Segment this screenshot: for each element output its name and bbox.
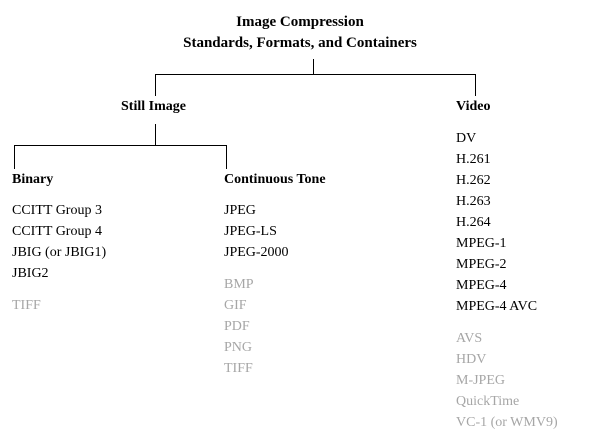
connector-still-image-stem [155, 124, 156, 145]
list-item: H.263 [456, 194, 491, 209]
list-item: CCITT Group 4 [12, 224, 102, 239]
node-binary-heading: Binary [12, 172, 54, 187]
list-item: CCITT Group 3 [12, 203, 102, 218]
list-item: JPEG-LS [224, 224, 277, 239]
list-item: PDF [224, 319, 250, 334]
list-item: JBIG2 [12, 266, 49, 281]
list-item: MPEG-2 [456, 257, 507, 272]
list-binary: CCITT Group 3 CCITT Group 4 JBIG (or JBIG1… [12, 200, 106, 316]
list-item: TIFF [12, 298, 41, 313]
connector-continuous-tone-drop [226, 145, 227, 169]
list-item: M-JPEG [456, 373, 506, 388]
list-item: MPEG-4 [456, 278, 507, 293]
list-item: JBIG (or JBIG1) [12, 245, 107, 260]
list-item: PNG [224, 340, 253, 355]
connector-still-image-drop [155, 74, 156, 96]
list-item: GIF [224, 298, 247, 313]
list-spacer [456, 317, 558, 328]
list-item: VC-1 (or WMV9) [456, 415, 558, 430]
node-video-heading: Video [456, 99, 491, 114]
connector-still-image-horizontal [14, 145, 227, 146]
list-spacer [224, 263, 289, 274]
list-item: HDV [456, 352, 487, 367]
connector-binary-drop [14, 145, 15, 169]
list-item: QuickTime [456, 394, 520, 409]
list-spacer [12, 284, 106, 295]
list-item: BMP [224, 277, 254, 292]
list-item: MPEG-1 [456, 236, 507, 251]
node-continuous-tone-heading: Continuous Tone [224, 172, 326, 187]
list-item: JPEG-2000 [224, 245, 289, 260]
connector-root-horizontal [155, 74, 475, 75]
diagram-title: Image Compression Standards, Formats, an… [0, 12, 600, 54]
list-item: H.262 [456, 173, 491, 188]
list-item: JPEG [224, 203, 256, 218]
list-item: DV [456, 131, 477, 146]
title-line-1: Image Compression [236, 14, 364, 30]
node-still-image-heading: Still Image [121, 99, 186, 114]
title-line-2: Standards, Formats, and Containers [183, 35, 417, 51]
connector-video-drop [475, 74, 476, 96]
list-item: H.261 [456, 152, 491, 167]
list-item: MPEG-4 AVC [456, 299, 538, 314]
list-item: TIFF [224, 361, 253, 376]
list-item: AVS [456, 331, 483, 346]
trunk-line-root [313, 59, 314, 74]
list-item: H.264 [456, 215, 491, 230]
